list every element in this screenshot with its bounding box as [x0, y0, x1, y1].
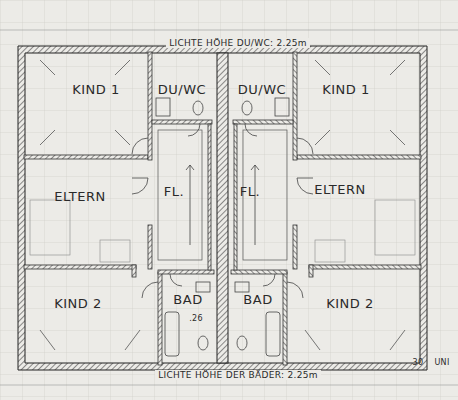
room: BAD — [170, 288, 205, 309]
room-name: KIND 2 — [326, 296, 374, 311]
room-name: ELTERN — [314, 182, 366, 197]
room-name: KIND 1 — [322, 82, 370, 97]
truncated-text: UNI — [434, 358, 449, 367]
dimension: .26 — [189, 314, 203, 323]
room: KIND 2 — [51, 292, 105, 313]
dimension: 30 — [413, 358, 424, 367]
room: DU/WC — [155, 78, 209, 99]
room: FL. — [161, 180, 187, 201]
room: BAD — [240, 288, 275, 309]
height-note: LICHTE HÖHE DER BÄDER: 2.25m — [155, 370, 321, 380]
room: DU/WC — [235, 78, 289, 99]
room-name: FL. — [164, 184, 184, 199]
room-name: BAD — [173, 292, 202, 307]
room: FL. — [237, 180, 263, 201]
room-name: DU/WC — [158, 82, 206, 97]
room: KIND 1 — [319, 78, 373, 99]
room-name: DU/WC — [238, 82, 286, 97]
room-name: ELTERN — [54, 189, 106, 204]
room-name: BAD — [243, 292, 272, 307]
room-name: KIND 2 — [54, 296, 102, 311]
room-name: KIND 1 — [72, 82, 120, 97]
room: KIND 1 — [69, 78, 123, 99]
room: ELTERN — [51, 185, 109, 206]
room-name: FL. — [240, 184, 260, 199]
room: ELTERN — [311, 178, 369, 199]
room: KIND 2 — [323, 292, 377, 313]
height-note: LICHTE HÖHE DU/WC: 2.25m — [166, 38, 310, 48]
